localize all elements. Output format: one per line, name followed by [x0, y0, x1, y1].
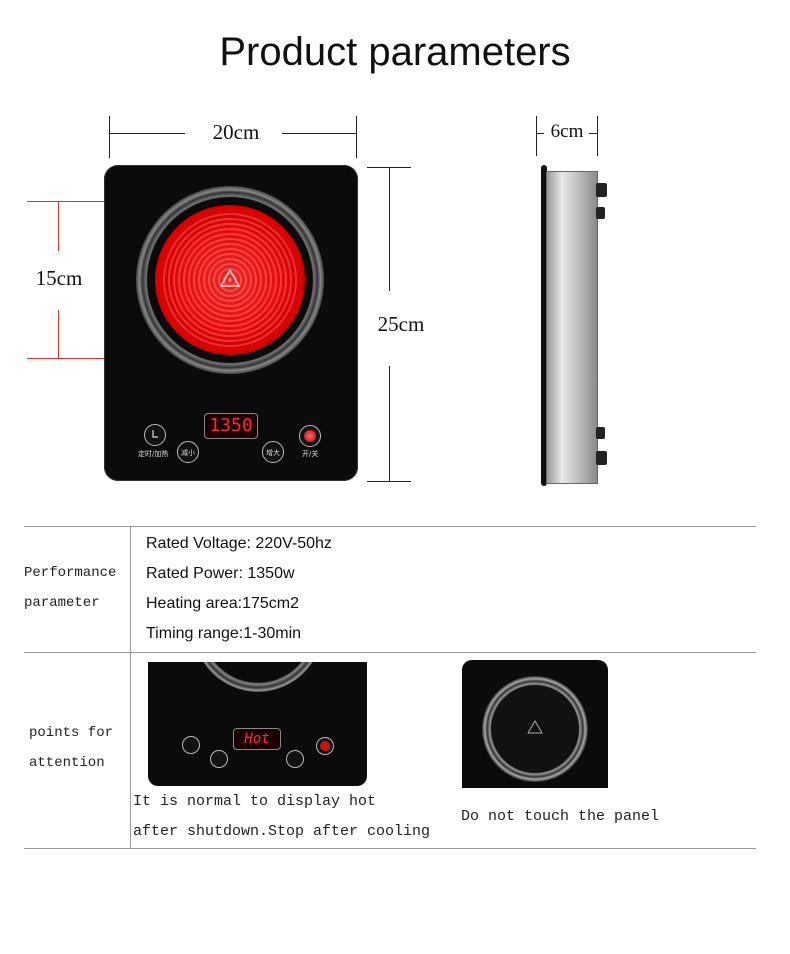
diameter-dim-vline-bottom: [58, 310, 59, 358]
height-label: 25cm: [377, 312, 425, 336]
heating-coil-pattern: [162, 212, 298, 348]
attention-label-line1: points for: [29, 725, 114, 741]
side-button-2: [596, 207, 605, 219]
power-button[interactable]: [299, 425, 321, 447]
performance-label-line2: parameter: [24, 595, 100, 611]
hot-panel-timer-button: [182, 736, 200, 754]
note-hot-line2: after shutdown.Stop after cooling: [133, 823, 431, 840]
width-label: 20cm: [212, 120, 260, 144]
table-bottom-border: [24, 848, 756, 849]
side-button-1: [596, 183, 607, 197]
width-dim-line-left: [109, 133, 185, 134]
spec-heating-area: Heating area:175cm2: [146, 595, 299, 612]
warning-triangle-icon-small: [527, 720, 543, 734]
side-foot-2: [596, 451, 607, 465]
decrease-button-label: 减小: [181, 449, 195, 457]
hot-display: Hot: [233, 728, 281, 750]
hot-panel-decrease-button: [210, 750, 228, 768]
page-title: Product parameters: [219, 30, 571, 74]
cooktop-top-view: ! 1350 定时/加热 减小 增大 开/关: [104, 165, 358, 481]
width-dim-tick-left: [109, 116, 110, 158]
height-dim-tick-bottom: [367, 481, 411, 482]
power-button-label: 开/关: [302, 450, 319, 458]
spec-timing-range: Timing range:1-30min: [146, 625, 302, 642]
hot-panel-increase-button: [286, 750, 304, 768]
depth-dim-line-left: [536, 133, 544, 134]
side-glass-edge: [541, 165, 547, 486]
table-column-divider: [130, 526, 131, 848]
hot-panel-ring-icon: [193, 662, 323, 692]
attention-label-line2: attention: [29, 755, 105, 771]
hot-panel-power-indicator-icon: [320, 741, 330, 751]
spec-rated-power: Rated Power: 1350w: [146, 565, 295, 582]
table-row-divider: [24, 652, 756, 653]
depth-dim-tick-right: [597, 116, 598, 156]
panel-touch-warning-image: [462, 660, 608, 788]
depth-dim-tick-left: [536, 116, 537, 156]
width-dim-tick-right: [356, 116, 357, 158]
height-dim-line-bottom: [389, 366, 390, 481]
note-hot-line1: It is normal to display hot: [133, 793, 377, 810]
depth-dim-line-right: [589, 133, 597, 134]
heating-element: [155, 205, 305, 355]
diameter-dim-vline-top: [58, 201, 59, 251]
diameter-label: 15cm: [35, 266, 83, 290]
side-foot-1: [596, 427, 605, 439]
spec-rated-voltage: Rated Voltage: 220V-50hz: [146, 535, 332, 552]
side-steel-body: [546, 171, 598, 484]
warning-triangle-icon: !: [220, 269, 240, 287]
timer-button-label: 定时/加热: [138, 450, 169, 458]
svg-text:!: !: [228, 277, 231, 286]
clock-icon: [152, 430, 158, 438]
hot-panel-power-button: [316, 737, 334, 755]
height-dim-line-top: [389, 167, 390, 291]
performance-label-line1: Performance: [24, 565, 117, 581]
note-do-not-touch: Do not touch the panel: [461, 808, 660, 825]
power-display: 1350: [204, 413, 258, 439]
power-indicator-icon: [304, 430, 316, 442]
increase-button-label: 增大: [266, 449, 280, 457]
increase-button[interactable]: 增大: [262, 441, 284, 463]
hot-display-panel-image: Hot: [148, 662, 367, 786]
width-dim-line-right: [282, 133, 356, 134]
decrease-button[interactable]: 减小: [177, 441, 199, 463]
timer-button[interactable]: [144, 424, 166, 446]
depth-label: 6cm: [550, 121, 584, 142]
table-top-border: [24, 526, 756, 527]
cooktop-side-view: [541, 165, 607, 486]
cold-panel-ring-icon: [482, 676, 588, 782]
